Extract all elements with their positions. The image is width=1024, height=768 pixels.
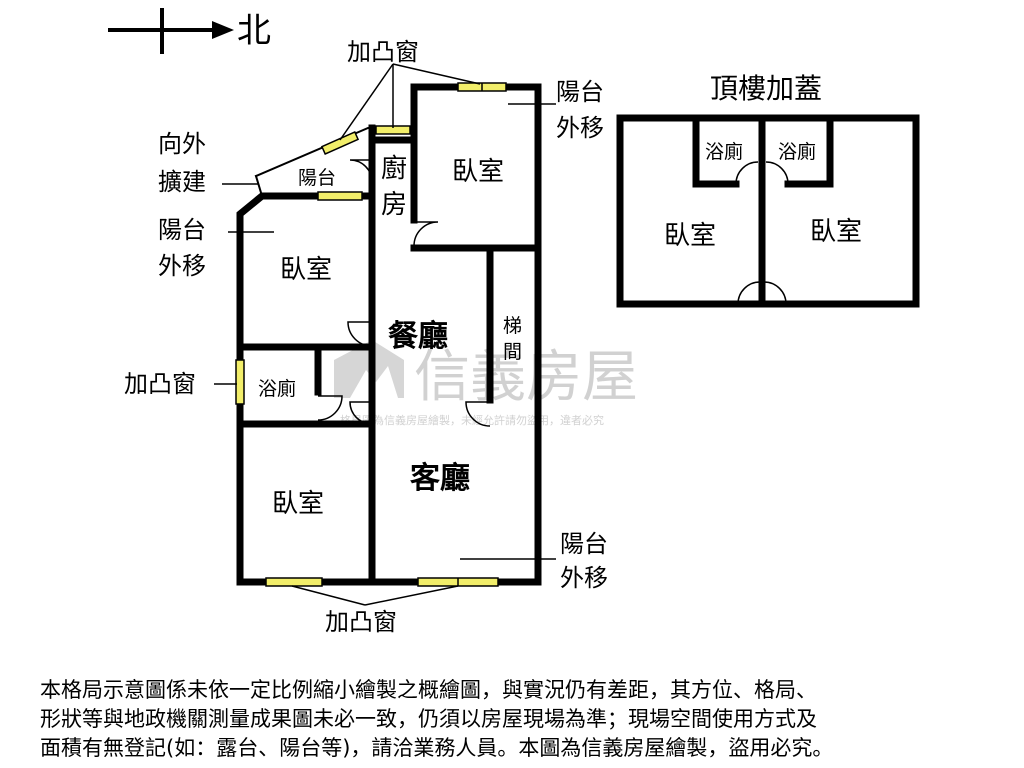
north-arrow-icon — [108, 8, 234, 54]
room-bathroom: 浴廁 — [258, 377, 296, 400]
room-kitchen-char-2: 房 — [381, 190, 407, 220]
north-label: 北 — [237, 11, 271, 51]
room-balcony: 陽台 — [298, 167, 336, 189]
note-balcony-moved-top-2: 外移 — [556, 114, 604, 142]
room-stair-char-1: 梯 — [503, 315, 522, 337]
note-bay-window-bottom: 加凸窗 — [325, 608, 397, 636]
disclaimer-text: 本格局示意圖係未依一定比例縮小繪製之概繪圖，與實況仍有差距，其方位、格局、 形狀… — [40, 676, 990, 763]
note-bay-window-top: 加凸窗 — [347, 38, 419, 66]
room-kitchen-char-1: 廚 — [381, 154, 407, 184]
disclaimer-line: 面積有無登記(如：露台、陽台等)，請洽業務人員。本圖為信義房屋繪製，盜用必究。 — [40, 736, 834, 760]
note-extension-1: 向外 — [158, 130, 206, 158]
note-bay-window-left: 加凸窗 — [124, 370, 196, 398]
room-bedroom-bottom: 臥室 — [272, 489, 324, 519]
roof-bedroom-right: 臥室 — [810, 217, 862, 247]
disclaimer-line: 形狀等與地政機關測量成果圖未必一致，仍須以房屋現場為準；現場空間使用方式及 — [40, 707, 817, 731]
room-bedroom-mid: 臥室 — [280, 255, 332, 285]
floor-plan: 北 信義房屋 格局圖為信義房屋繪製，未經允許請勿盜用，違者必究 — [108, 8, 920, 636]
disclaimer-line: 本格局示意圖係未依一定比例縮小繪製之概繪圖，與實況仍有差距，其方位、格局、 — [40, 678, 817, 702]
note-balcony-moved-bottom-1: 陽台 — [560, 530, 608, 558]
watermark-brand: 信義房屋 — [414, 345, 638, 410]
roof-bathroom-right: 浴廁 — [778, 140, 816, 163]
roof-plan-title: 頂樓加蓋 — [710, 72, 822, 105]
watermark: 信義房屋 格局圖為信義房屋繪製，未經允許請勿盜用，違者必究 — [334, 340, 638, 427]
room-stair-char-2: 間 — [503, 341, 522, 363]
note-balcony-moved-left-2: 外移 — [158, 252, 206, 280]
roof-door-swings — [735, 161, 789, 305]
roof-bedroom-left: 臥室 — [664, 221, 716, 251]
note-balcony-moved-top-1: 陽台 — [556, 78, 604, 106]
note-extension-2: 擴建 — [158, 168, 206, 196]
note-balcony-moved-left-1: 陽台 — [158, 216, 206, 244]
room-dining: 餐廳 — [388, 319, 448, 354]
door-swings — [317, 159, 491, 427]
note-balcony-moved-bottom-2: 外移 — [560, 564, 608, 592]
roof-plan-walls — [616, 114, 920, 308]
watermark-sub: 格局圖為信義房屋繪製，未經允許請勿盜用，違者必究 — [340, 413, 604, 427]
windows — [235, 82, 507, 587]
roof-bathroom-left: 浴廁 — [705, 140, 743, 163]
main-plan-walls — [236, 83, 542, 586]
room-bedroom-top: 臥室 — [452, 157, 504, 187]
annotation-leaders — [214, 63, 556, 606]
room-living: 客廳 — [410, 461, 470, 496]
